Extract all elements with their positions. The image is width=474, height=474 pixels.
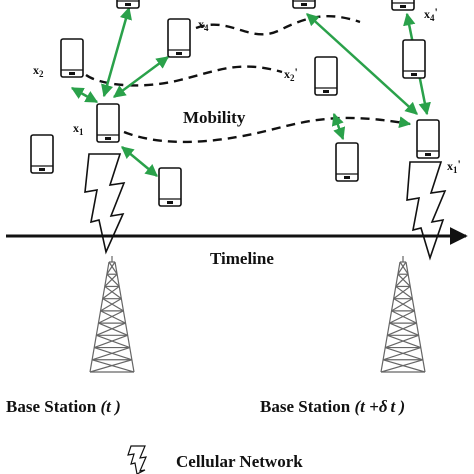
- tower-cross: [98, 322, 128, 336]
- link-x1p-top: [306, 13, 418, 115]
- tower-leg: [405, 261, 426, 373]
- tower-cross: [393, 285, 411, 300]
- tower-cross: [380, 359, 424, 373]
- label-x1: x1: [73, 121, 84, 137]
- phone-x4p: [391, 0, 415, 11]
- tower-cross: [106, 261, 116, 275]
- link-x1-x2: [70, 86, 99, 104]
- tower-cross: [100, 310, 126, 324]
- mobility-path-x2: [85, 65, 283, 87]
- phone-x2p: [314, 56, 338, 96]
- legend-cellular-network: Cellular Network: [176, 452, 303, 471]
- label-x2p: x2': [284, 65, 298, 83]
- tower-cross: [104, 285, 122, 300]
- tower-cross: [387, 334, 421, 349]
- link-x1-top: [101, 6, 132, 98]
- tower-cross: [387, 322, 417, 336]
- tower-cross: [389, 310, 415, 324]
- tower-cross: [389, 322, 419, 336]
- label-x4p: x4': [424, 5, 438, 23]
- tower-cross: [385, 346, 424, 361]
- tower-cross: [395, 273, 409, 287]
- mobility-path-x1: [123, 116, 412, 144]
- phone-x1p: [416, 119, 440, 159]
- tower-cross: [399, 261, 409, 275]
- tower-cross: [91, 346, 130, 361]
- base-station-tower-left: [89, 256, 135, 373]
- tower-leg: [114, 261, 135, 373]
- tower-cross: [89, 359, 133, 373]
- phone-x2: [60, 38, 84, 78]
- tower-cross: [397, 261, 407, 275]
- tower-cross: [102, 298, 124, 312]
- phone-top-left: [116, 0, 140, 9]
- phone-top-right: [292, 0, 316, 9]
- tower-cross: [96, 334, 130, 349]
- tower-leg: [89, 261, 110, 373]
- label-x1p: x1': [447, 157, 461, 175]
- link-x2p-lower: [331, 112, 346, 141]
- tower-leg: [380, 261, 401, 373]
- tower-cross: [397, 273, 411, 287]
- phone-idle-left: [30, 134, 54, 174]
- phone-lower: [158, 167, 182, 207]
- tower-cross: [391, 298, 413, 312]
- phone-x4: [167, 18, 191, 58]
- timeline-label: Timeline: [210, 249, 274, 268]
- phone-right-idle: [402, 39, 426, 79]
- phone-x1: [96, 103, 120, 143]
- tower-cross: [393, 298, 415, 312]
- tower-cross: [385, 334, 419, 349]
- lightning-bolt-icon: [127, 445, 147, 474]
- tower-cross: [106, 273, 120, 287]
- label-x2: x2: [33, 63, 44, 79]
- lightning-bolt-icon-right: [406, 161, 447, 261]
- tower-cross: [96, 322, 126, 336]
- phone-lower-right: [335, 142, 359, 182]
- base-station-tower-right: [380, 256, 426, 373]
- link-x1-x4: [112, 55, 170, 99]
- tower-cross: [100, 298, 122, 312]
- tower-cross: [395, 285, 413, 300]
- tower-cross: [98, 310, 124, 324]
- tower-cross: [94, 334, 128, 349]
- mobility-label: Mobility: [183, 108, 246, 127]
- label-x4: x4: [198, 17, 209, 33]
- link-x1-lower: [121, 146, 158, 177]
- tower-cross: [102, 285, 120, 300]
- tower-cross: [391, 310, 417, 324]
- base-station-label-left: Base Station (t ): [6, 397, 121, 416]
- tower-cross: [94, 346, 133, 361]
- tower-cross: [382, 346, 421, 361]
- tower-cross: [104, 273, 118, 287]
- lightning-bolt-icon-left: [84, 153, 126, 255]
- mobility-path-x4: [195, 14, 361, 36]
- tower-cross: [108, 261, 118, 275]
